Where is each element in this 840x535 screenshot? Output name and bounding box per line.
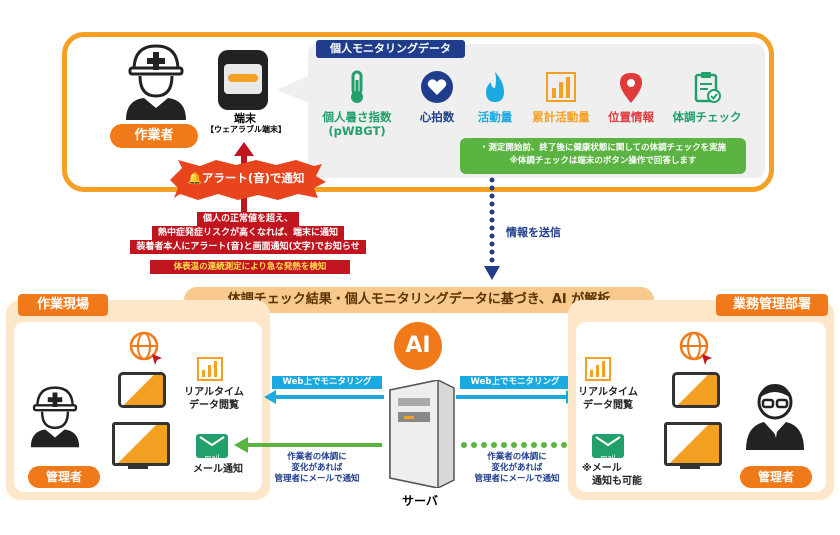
worksite-title: 作業現場	[18, 294, 108, 316]
fever-detect-note: 体表温の連続測定により急な発熱を検知	[150, 260, 350, 274]
right-mail-arrow-label: 作業者の体調に 変化があれば 管理者にメールで通知	[474, 452, 560, 484]
realtime-chart-icon	[585, 357, 611, 381]
server-icon	[389, 380, 455, 488]
data-item-label: 累計活動量	[532, 110, 590, 124]
management-title: 業務管理部署	[716, 294, 828, 316]
panel-title: 個人モニタリングデータ	[316, 40, 465, 58]
globe-click-icon[interactable]	[128, 330, 164, 366]
alert-description: 個人の正常値を超え、 熱中症発症リスクが高くなれば、端末に通知 装着者本人にアラ…	[118, 212, 378, 254]
data-item-health-check: 体調チェック	[668, 70, 746, 124]
alert-badge-label: 🔔アラート(音)で通知	[166, 170, 326, 186]
map-pin-icon	[620, 73, 642, 103]
speech-tail	[276, 74, 312, 104]
data-item-heart-rate: 心拍数	[398, 70, 476, 124]
data-item-label: 体調チェック	[672, 110, 742, 124]
left-mail-arrow-label: 作業者の体調に 変化があれば 管理者にメールで通知	[274, 452, 360, 484]
thermometer-icon	[351, 70, 363, 103]
device-label: 端末	[234, 112, 256, 125]
data-item-label: 心拍数	[419, 110, 455, 124]
monitor-icon	[664, 422, 722, 466]
left-web-arrow	[264, 390, 384, 404]
heart-icon	[421, 71, 453, 103]
data-item-activity: 活動量	[456, 70, 534, 124]
left-mail-label: メール通知	[193, 464, 243, 475]
clipboard-check-icon	[694, 72, 721, 103]
server-label: サーバ	[402, 494, 438, 508]
ai-badge: AI	[394, 322, 442, 370]
left-mail-icon: mail	[196, 434, 228, 462]
manager-worker-icon	[30, 386, 80, 448]
alert-line: 個人の正常値を超え、	[196, 212, 299, 226]
data-item-cumulative: 累計活動量	[522, 70, 600, 124]
monitor-stand	[128, 463, 148, 469]
left-web-label: Web上でモニタリング	[272, 376, 382, 389]
alert-line: 装着者本人にアラート(音)と画面通知(文字)でお知らせ	[130, 240, 366, 254]
right-mail-label: ※メール 通知も可能	[582, 463, 642, 487]
data-item-label: 活動量	[477, 110, 513, 124]
tablet-icon	[118, 372, 166, 408]
health-check-note: ・測定開始前、終了後に健康状態に関しての体調チェックを実施 ※体調チェックは端末…	[460, 138, 746, 174]
left-mail-arrow	[234, 437, 382, 453]
bar-chart-icon	[546, 72, 576, 102]
data-item-label: 個人暑さ指数 (pWBGT)	[322, 110, 392, 138]
mail-icon-text: mail	[204, 454, 220, 462]
data-item-location: 位置情報	[592, 70, 670, 124]
right-web-label: Web上でモニタリング	[460, 376, 570, 389]
left-manager-label: 管理者	[28, 466, 100, 488]
tablet-icon	[672, 372, 720, 408]
right-manager-label: 管理者	[740, 466, 812, 488]
right-mail-icon: mail	[592, 434, 624, 462]
health-check-note-line: ・測定開始前、終了後に健康状態に関しての体調チェックを実施	[479, 143, 727, 153]
right-web-arrow	[456, 390, 578, 404]
office-manager-icon	[746, 384, 804, 450]
flame-icon	[486, 72, 504, 102]
send-dotted-arrow	[484, 177, 500, 280]
monitor-stand	[680, 463, 700, 469]
alert-burst	[170, 160, 326, 200]
worker-label: 作業者	[110, 124, 198, 148]
realtime-chart-icon	[197, 357, 223, 381]
left-realtime-label: リアルタイム データ閲覧	[184, 387, 244, 411]
device-sub-label: 【ウェアラブル端末】	[206, 125, 286, 134]
bell-icon: 🔔	[187, 171, 202, 185]
wearable-device-icon	[218, 50, 268, 110]
data-item-pwbgt: 個人暑さ指数 (pWBGT)	[318, 70, 396, 138]
alert-badge-text: アラート(音)で通知	[201, 171, 305, 185]
mail-icon-text: mail	[600, 454, 616, 462]
alert-line: 熱中症発症リスクが高くなれば、端末に通知	[151, 226, 344, 240]
right-realtime-label: リアルタイム データ閲覧	[578, 387, 638, 411]
health-check-note-line: ※体調チェックは端末のボタン操作で回答します	[509, 156, 697, 166]
worker-icon	[126, 44, 186, 120]
data-item-label: 位置情報	[608, 110, 654, 124]
send-info-label: 情報を送信	[506, 226, 561, 239]
monitor-icon	[112, 422, 170, 466]
globe-click-icon[interactable]	[678, 330, 714, 366]
